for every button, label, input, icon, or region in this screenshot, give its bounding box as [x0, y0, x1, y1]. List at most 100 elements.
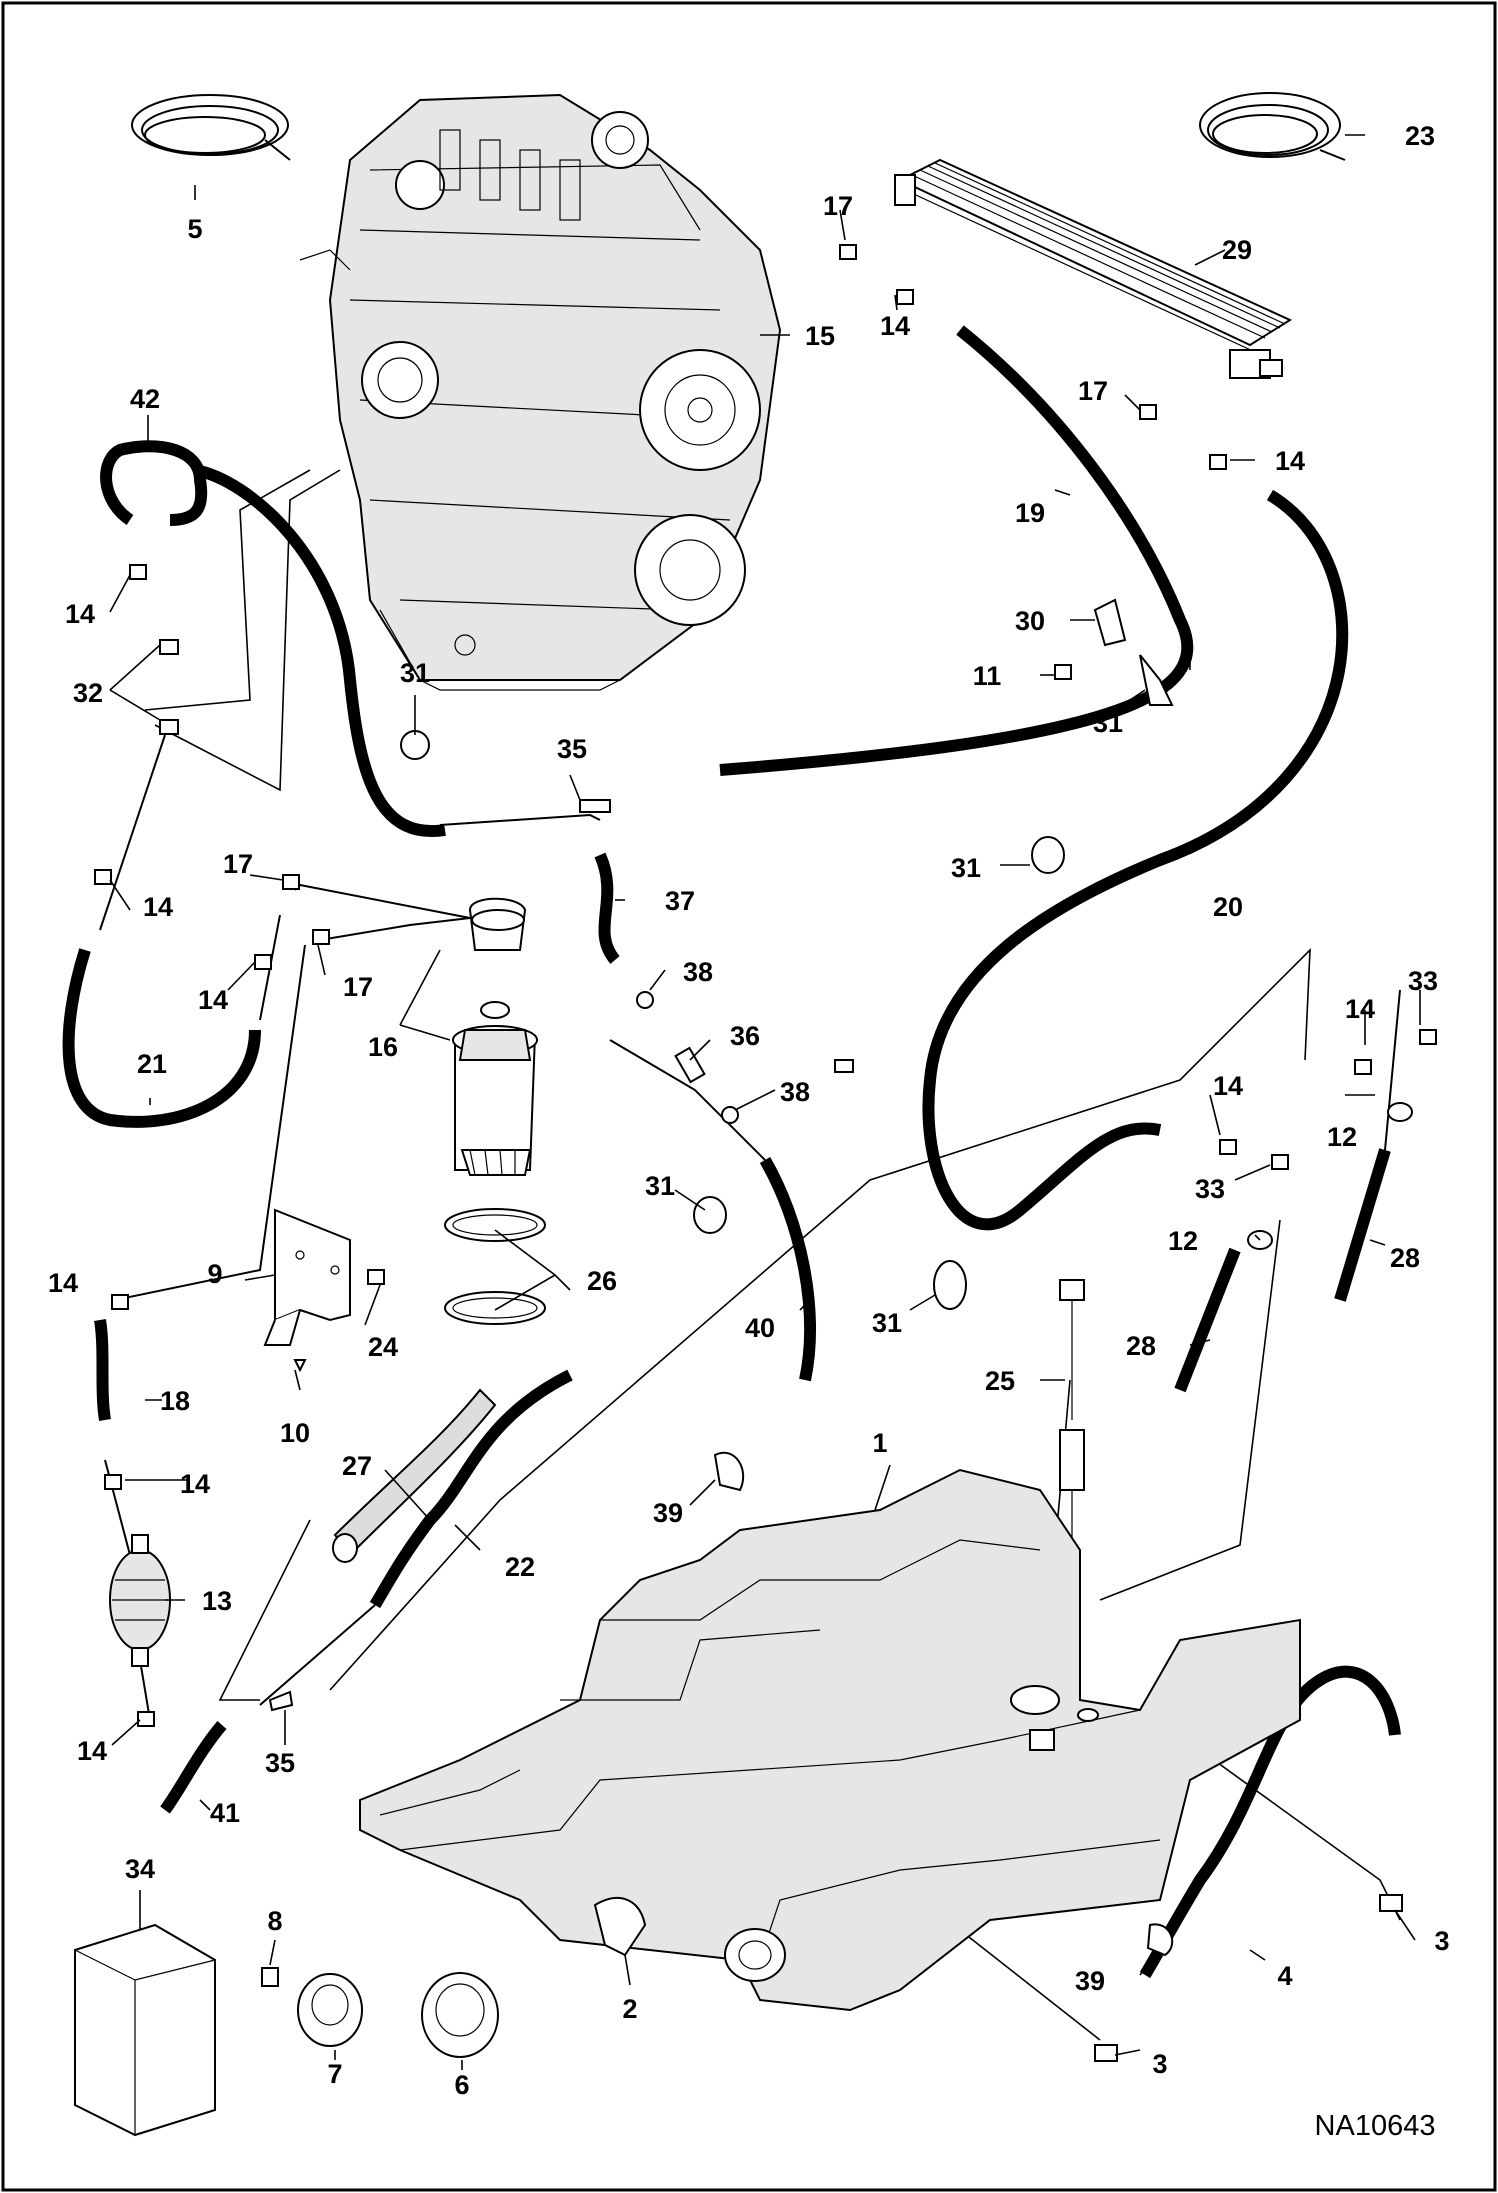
- fitting-33-mid[interactable]: [1271, 1154, 1289, 1170]
- fitting-32a[interactable]: [159, 639, 179, 655]
- callout-22: 22: [505, 1552, 535, 1582]
- hose-4[interactable]: [1139, 1665, 1401, 1979]
- clamp-3b[interactable]: [1094, 2044, 1118, 2062]
- callout-26: 26: [587, 1266, 617, 1296]
- fuel-filter-assembly[interactable]: [452, 897, 538, 1176]
- hose-coil-5[interactable]: [131, 94, 291, 161]
- callout-16: 16: [368, 1032, 398, 1062]
- clamp-39a[interactable]: [713, 1451, 745, 1492]
- clamp-39b[interactable]: [1146, 1923, 1174, 1957]
- grommet-12a[interactable]: [1387, 1102, 1413, 1122]
- filter-clamps[interactable]: [444, 1208, 546, 1325]
- fuel-tank[interactable]: [359, 1468, 1301, 2012]
- fitting-33-right[interactable]: [1419, 1029, 1437, 1045]
- filter-bracket[interactable]: [263, 1208, 351, 1346]
- clamp-14-top[interactable]: [129, 564, 147, 580]
- strap-31-center[interactable]: [933, 1260, 967, 1310]
- route-32-engine: [144, 469, 311, 711]
- clamp-14-13[interactable]: [104, 1474, 122, 1490]
- strap-31-engine[interactable]: [400, 730, 430, 760]
- clamp-14-cooler-a[interactable]: [896, 289, 914, 305]
- hose-37[interactable]: [594, 852, 620, 964]
- clamp-14-18[interactable]: [111, 1294, 129, 1310]
- fuel-cooler[interactable]: [894, 158, 1293, 379]
- callout-42: 42: [130, 384, 160, 414]
- callout-4: 4: [1277, 1961, 1292, 1991]
- hose-40[interactable]: [759, 1156, 816, 1382]
- callout-33-right: 33: [1408, 966, 1438, 996]
- engine-assembly[interactable]: [299, 93, 782, 691]
- clamp-14-41[interactable]: [137, 1711, 155, 1727]
- fitting-17-left-b[interactable]: [312, 929, 330, 945]
- fitting-17-cooler-b[interactable]: [1139, 404, 1157, 420]
- callout-8: 8: [267, 1906, 282, 1936]
- callout-38-top: 38: [683, 957, 713, 987]
- callout-38-bottom: 38: [780, 1077, 810, 1107]
- clamp-14-far-right[interactable]: [1354, 1059, 1372, 1075]
- clamp-14-left[interactable]: [94, 869, 112, 885]
- callout-28-right: 28: [1390, 1243, 1420, 1273]
- callout-14-left: 14: [143, 892, 173, 922]
- callout-28-left: 28: [1126, 1331, 1156, 1361]
- primer-bulb[interactable]: [109, 1534, 171, 1667]
- callout-14-top-left: 14: [65, 599, 95, 629]
- drawing-number: NA10643: [1315, 2110, 1436, 2142]
- callout-2: 2: [622, 1994, 637, 2024]
- callout-37: 37: [665, 886, 695, 916]
- callout-9: 9: [207, 1259, 222, 1289]
- strap-2[interactable]: [593, 1896, 647, 1957]
- lanyard-8[interactable]: [261, 1967, 279, 1987]
- callout-13: 13: [202, 1586, 232, 1616]
- callout-5: 5: [187, 214, 202, 244]
- clamp-14-mid[interactable]: [254, 954, 272, 970]
- bolt-11[interactable]: [1054, 664, 1072, 680]
- hose-21[interactable]: [62, 948, 261, 1128]
- callout-25: 25: [985, 1366, 1015, 1396]
- hose-28-right[interactable]: [1334, 1148, 1391, 1302]
- hose-42[interactable]: [100, 440, 208, 526]
- tee-35-top[interactable]: [579, 799, 611, 813]
- callout-32: 32: [73, 678, 103, 708]
- hose-sleeve-27[interactable]: [332, 1388, 497, 1563]
- hose-22[interactable]: [369, 1369, 573, 1609]
- callout-31-mid: 31: [951, 853, 981, 883]
- callout-14-far-right: 14: [1345, 994, 1375, 1024]
- box-34[interactable]: [74, 1923, 216, 2137]
- fuel-line-14-21: [99, 734, 166, 931]
- clamp-14-right[interactable]: [1219, 1139, 1237, 1155]
- callout-24: 24: [368, 1332, 398, 1362]
- hose-20[interactable]: [922, 489, 1349, 1231]
- hose-28-left[interactable]: [1174, 1247, 1241, 1393]
- hose-41[interactable]: [160, 1721, 227, 1814]
- route-41-35: [218, 1519, 311, 1701]
- clip-30[interactable]: [1093, 598, 1127, 647]
- fitting-17-left-a[interactable]: [282, 874, 300, 890]
- callout-23: 23: [1405, 121, 1435, 151]
- nut-24[interactable]: [367, 1269, 385, 1285]
- fitting-32b[interactable]: [159, 719, 179, 735]
- strap-31-mid[interactable]: [1031, 836, 1065, 874]
- clamp-31-strap[interactable]: [834, 1059, 854, 1073]
- hose-18[interactable]: [94, 1319, 111, 1421]
- tee-35-bottom[interactable]: [268, 1690, 294, 1712]
- cap-7[interactable]: [297, 1973, 363, 2047]
- bolt-10[interactable]: [293, 1359, 307, 1373]
- callout-41: 41: [210, 1798, 240, 1828]
- hose-19[interactable]: [719, 325, 1194, 776]
- clamp-38b[interactable]: [721, 1106, 739, 1124]
- strap-31-left[interactable]: [693, 1196, 727, 1234]
- callout-35-top: 35: [557, 734, 587, 764]
- hose-coil-23[interactable]: [1199, 92, 1346, 161]
- callout-29: 29: [1222, 235, 1252, 265]
- fuel-line-38-36: [609, 1039, 766, 1161]
- clamp-38a[interactable]: [636, 991, 654, 1009]
- clamp-3a[interactable]: [1379, 1894, 1403, 1912]
- callout-40: 40: [745, 1313, 775, 1343]
- strap-31[interactable]: [1139, 654, 1174, 706]
- hose-42-run[interactable]: [193, 464, 446, 838]
- cap-6[interactable]: [421, 1972, 499, 2058]
- fitting-17-cooler-a[interactable]: [839, 244, 857, 260]
- fuel-valve-36[interactable]: [674, 1046, 706, 1084]
- clamp-14-cooler-b[interactable]: [1209, 454, 1227, 470]
